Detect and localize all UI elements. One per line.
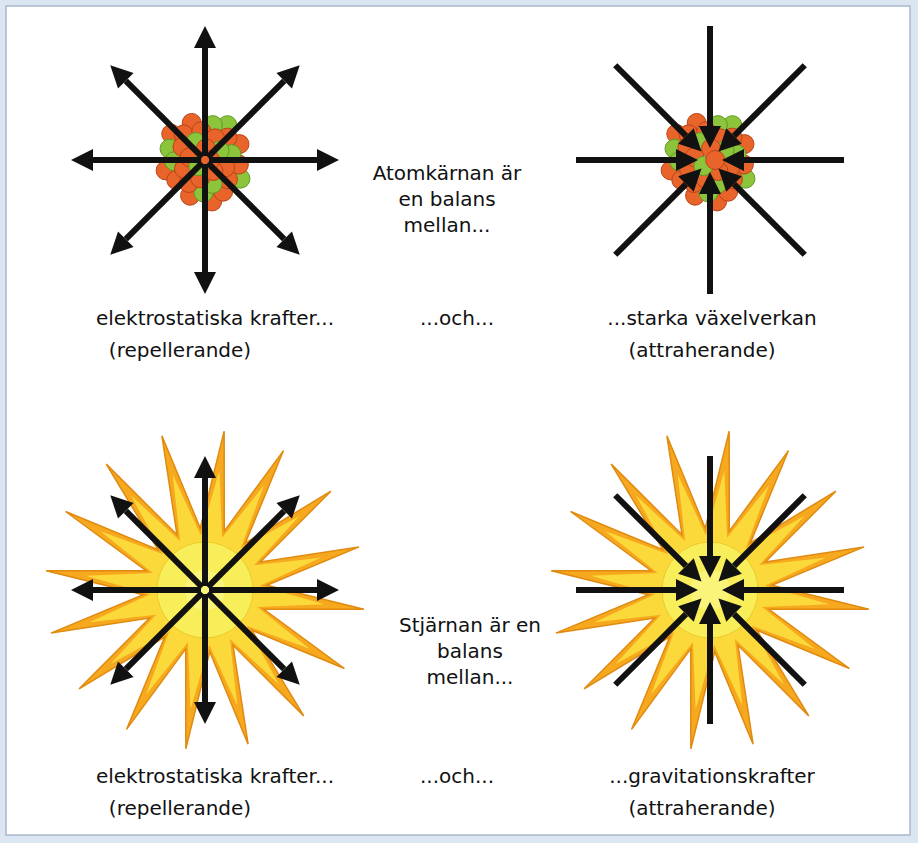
force-arrow-head [71,579,93,601]
force-arrow-shaft [707,624,713,724]
force-arrow-head [718,598,741,621]
force-arrow-head [317,579,339,601]
force-label: elektrostatiska krafter... [96,763,334,789]
force-arrow-shaft [126,163,202,239]
force-arrow-head [194,702,216,724]
force-arrow-shaft [734,184,805,255]
force-arrow-head [194,272,216,294]
force-arrow-head [194,26,216,48]
force-arrow-head [110,661,133,684]
force-arrow-head [317,149,339,171]
force-arrow-shaft [576,587,676,593]
force-arrow-shaft [744,157,844,163]
force-arrow-shaft [209,587,317,593]
force-arrow-head [722,579,744,601]
force-arrow-head [718,168,741,191]
force-arrow-shaft [93,587,201,593]
force-arrow-head [276,231,299,254]
force-arrow-shaft [202,594,208,702]
force-arrow-shaft [615,495,686,566]
force-arrow-shaft [208,511,284,587]
force-arrow-shaft [734,614,805,685]
force-arrow-head [71,149,93,171]
force-arrow-head [699,126,721,148]
force-arrow-head [676,579,698,601]
inward-arrows [576,456,844,724]
center-note: Stjärnan är en balans mellan... [395,612,545,690]
star [551,431,869,749]
nucleon [706,151,725,170]
force-arrow-head [722,149,744,171]
center-note: Atomkärnan är en balans mellan... [372,160,522,238]
star-rays [46,431,364,749]
force-arrow-shaft [576,157,676,163]
outward-arrows [71,456,339,724]
force-arrow-head [678,168,701,191]
force-arrow-shaft [615,184,686,255]
force-arrow-head [718,558,741,581]
force-arrow-head [276,661,299,684]
force-arrow-head [276,65,299,88]
force-kind: (attraherande) [628,337,775,363]
force-arrow-head [678,598,701,621]
force-arrow-shaft [615,65,686,136]
force-kind: (repellerande) [109,795,251,821]
force-arrow-shaft [126,81,202,157]
force-arrow-shaft [93,157,201,163]
force-arrow-head [276,495,299,518]
force-arrow-shaft [209,157,317,163]
force-arrow-shaft [208,593,284,669]
force-arrow-shaft [202,164,208,272]
force-arrow-head [110,231,133,254]
star [46,431,364,749]
force-arrow-shaft [126,593,202,669]
force-arrow-shaft [202,478,208,586]
force-arrow-head [676,149,698,171]
force-arrow-head [110,495,133,518]
force-arrow-head [678,558,701,581]
force-label: ...gravitationskrafter [609,763,815,789]
force-label: ...starka växelverkan [607,305,816,331]
force-kind: (repellerande) [109,337,251,363]
force-arrow-head [194,456,216,478]
force-arrow-shaft [734,495,805,566]
force-arrow-shaft [126,511,202,587]
inward-arrows [576,26,844,294]
force-kind: (attraherande) [628,795,775,821]
force-arrow-shaft [208,163,284,239]
force-arrow-shaft [707,26,713,126]
connector-word: ...och... [420,305,494,331]
force-arrow-shaft [734,65,805,136]
force-arrow-shaft [707,456,713,556]
star-rays [551,431,869,749]
force-arrow-head [699,172,721,194]
force-arrow-shaft [615,614,686,685]
force-arrow-head [110,65,133,88]
outward-arrows [71,26,339,294]
star-inner-rays [86,471,324,709]
force-arrow-head [678,128,701,151]
force-arrow-shaft [707,194,713,294]
force-arrow-head [699,556,721,578]
force-arrow-head [718,128,741,151]
force-arrow-shaft [208,81,284,157]
force-arrow-shaft [744,587,844,593]
force-arrow-head [699,602,721,624]
force-label: elektrostatiska krafter... [96,305,334,331]
panel [6,6,910,835]
connector-word: ...och... [420,763,494,789]
force-arrow-shaft [202,48,208,156]
